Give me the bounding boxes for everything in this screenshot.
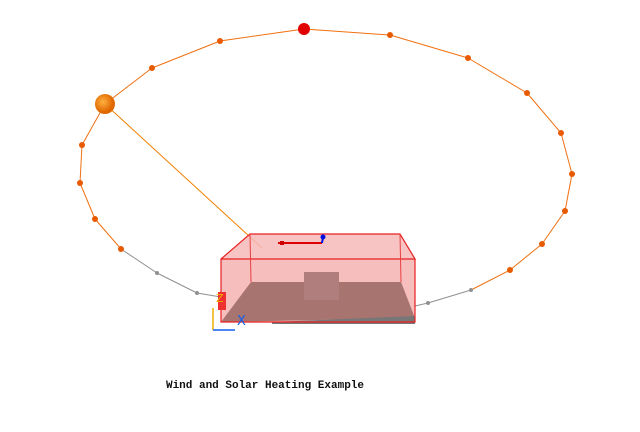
room-back-edge xyxy=(249,233,252,283)
orbit-segment xyxy=(94,218,122,250)
orbit-hour-point[interactable] xyxy=(465,55,471,61)
room-edges xyxy=(220,233,417,323)
orbit-segment xyxy=(151,40,221,69)
orbit-segment xyxy=(303,28,391,36)
room-floor xyxy=(221,282,415,322)
orbit-segment xyxy=(414,302,429,307)
room-back-edge xyxy=(399,233,402,283)
orbit-segment xyxy=(509,243,543,271)
orbit-hour-point[interactable] xyxy=(217,38,223,44)
orbit-hour-point[interactable] xyxy=(562,208,568,214)
heater-element xyxy=(218,292,226,310)
z-axis-label: Z xyxy=(216,292,224,305)
orbit-hour-point[interactable] xyxy=(149,65,155,71)
orbit-hour-point[interactable] xyxy=(426,301,430,305)
room-box[interactable] xyxy=(220,233,417,324)
orbit-hour-point[interactable] xyxy=(539,241,545,247)
wind-vector-arrow xyxy=(278,234,326,245)
orbit-hour-point[interactable] xyxy=(524,90,530,96)
x-axis-label: X xyxy=(237,314,246,329)
orbit-segment xyxy=(156,272,198,294)
orbit-hour-point[interactable] xyxy=(79,142,85,148)
orbit-hour-point[interactable] xyxy=(92,216,98,222)
orbit-hour-point[interactable] xyxy=(195,291,199,295)
orbit-hour-point[interactable] xyxy=(558,130,564,136)
orbit-hour-point[interactable] xyxy=(77,180,83,186)
orbit-segment xyxy=(470,269,511,291)
axis-gizmo: Z X xyxy=(212,292,246,331)
inner-block xyxy=(304,272,339,300)
orbit-hour-point[interactable] xyxy=(469,288,473,292)
orbit-hour-point[interactable] xyxy=(507,267,513,273)
orbit-hour-point[interactable] xyxy=(155,271,159,275)
orbit-segment xyxy=(526,92,562,134)
orbit-segment xyxy=(79,144,83,184)
room-top-face xyxy=(221,234,415,259)
sun-path-orbit xyxy=(77,28,575,307)
scene-caption: Wind and Solar Heating Example xyxy=(165,380,365,392)
orbit-segment xyxy=(427,289,472,304)
sun-ray-line xyxy=(104,103,263,249)
orbit-segment xyxy=(564,173,573,212)
orbit-segment xyxy=(196,292,222,298)
orbit-segment xyxy=(389,34,469,59)
orbit-hour-point[interactable] xyxy=(569,171,575,177)
noon-marker[interactable] xyxy=(298,23,310,35)
orbit-segment xyxy=(467,57,528,94)
orbit-hour-point[interactable] xyxy=(118,246,124,252)
orbit-segment xyxy=(560,132,573,175)
orbit-segment xyxy=(120,248,158,274)
orbit-hour-point[interactable] xyxy=(387,32,393,38)
orbit-segment xyxy=(79,182,96,220)
sun-sphere[interactable] xyxy=(95,94,115,114)
orbit-segment xyxy=(541,210,566,245)
orbit-segment xyxy=(219,28,305,42)
